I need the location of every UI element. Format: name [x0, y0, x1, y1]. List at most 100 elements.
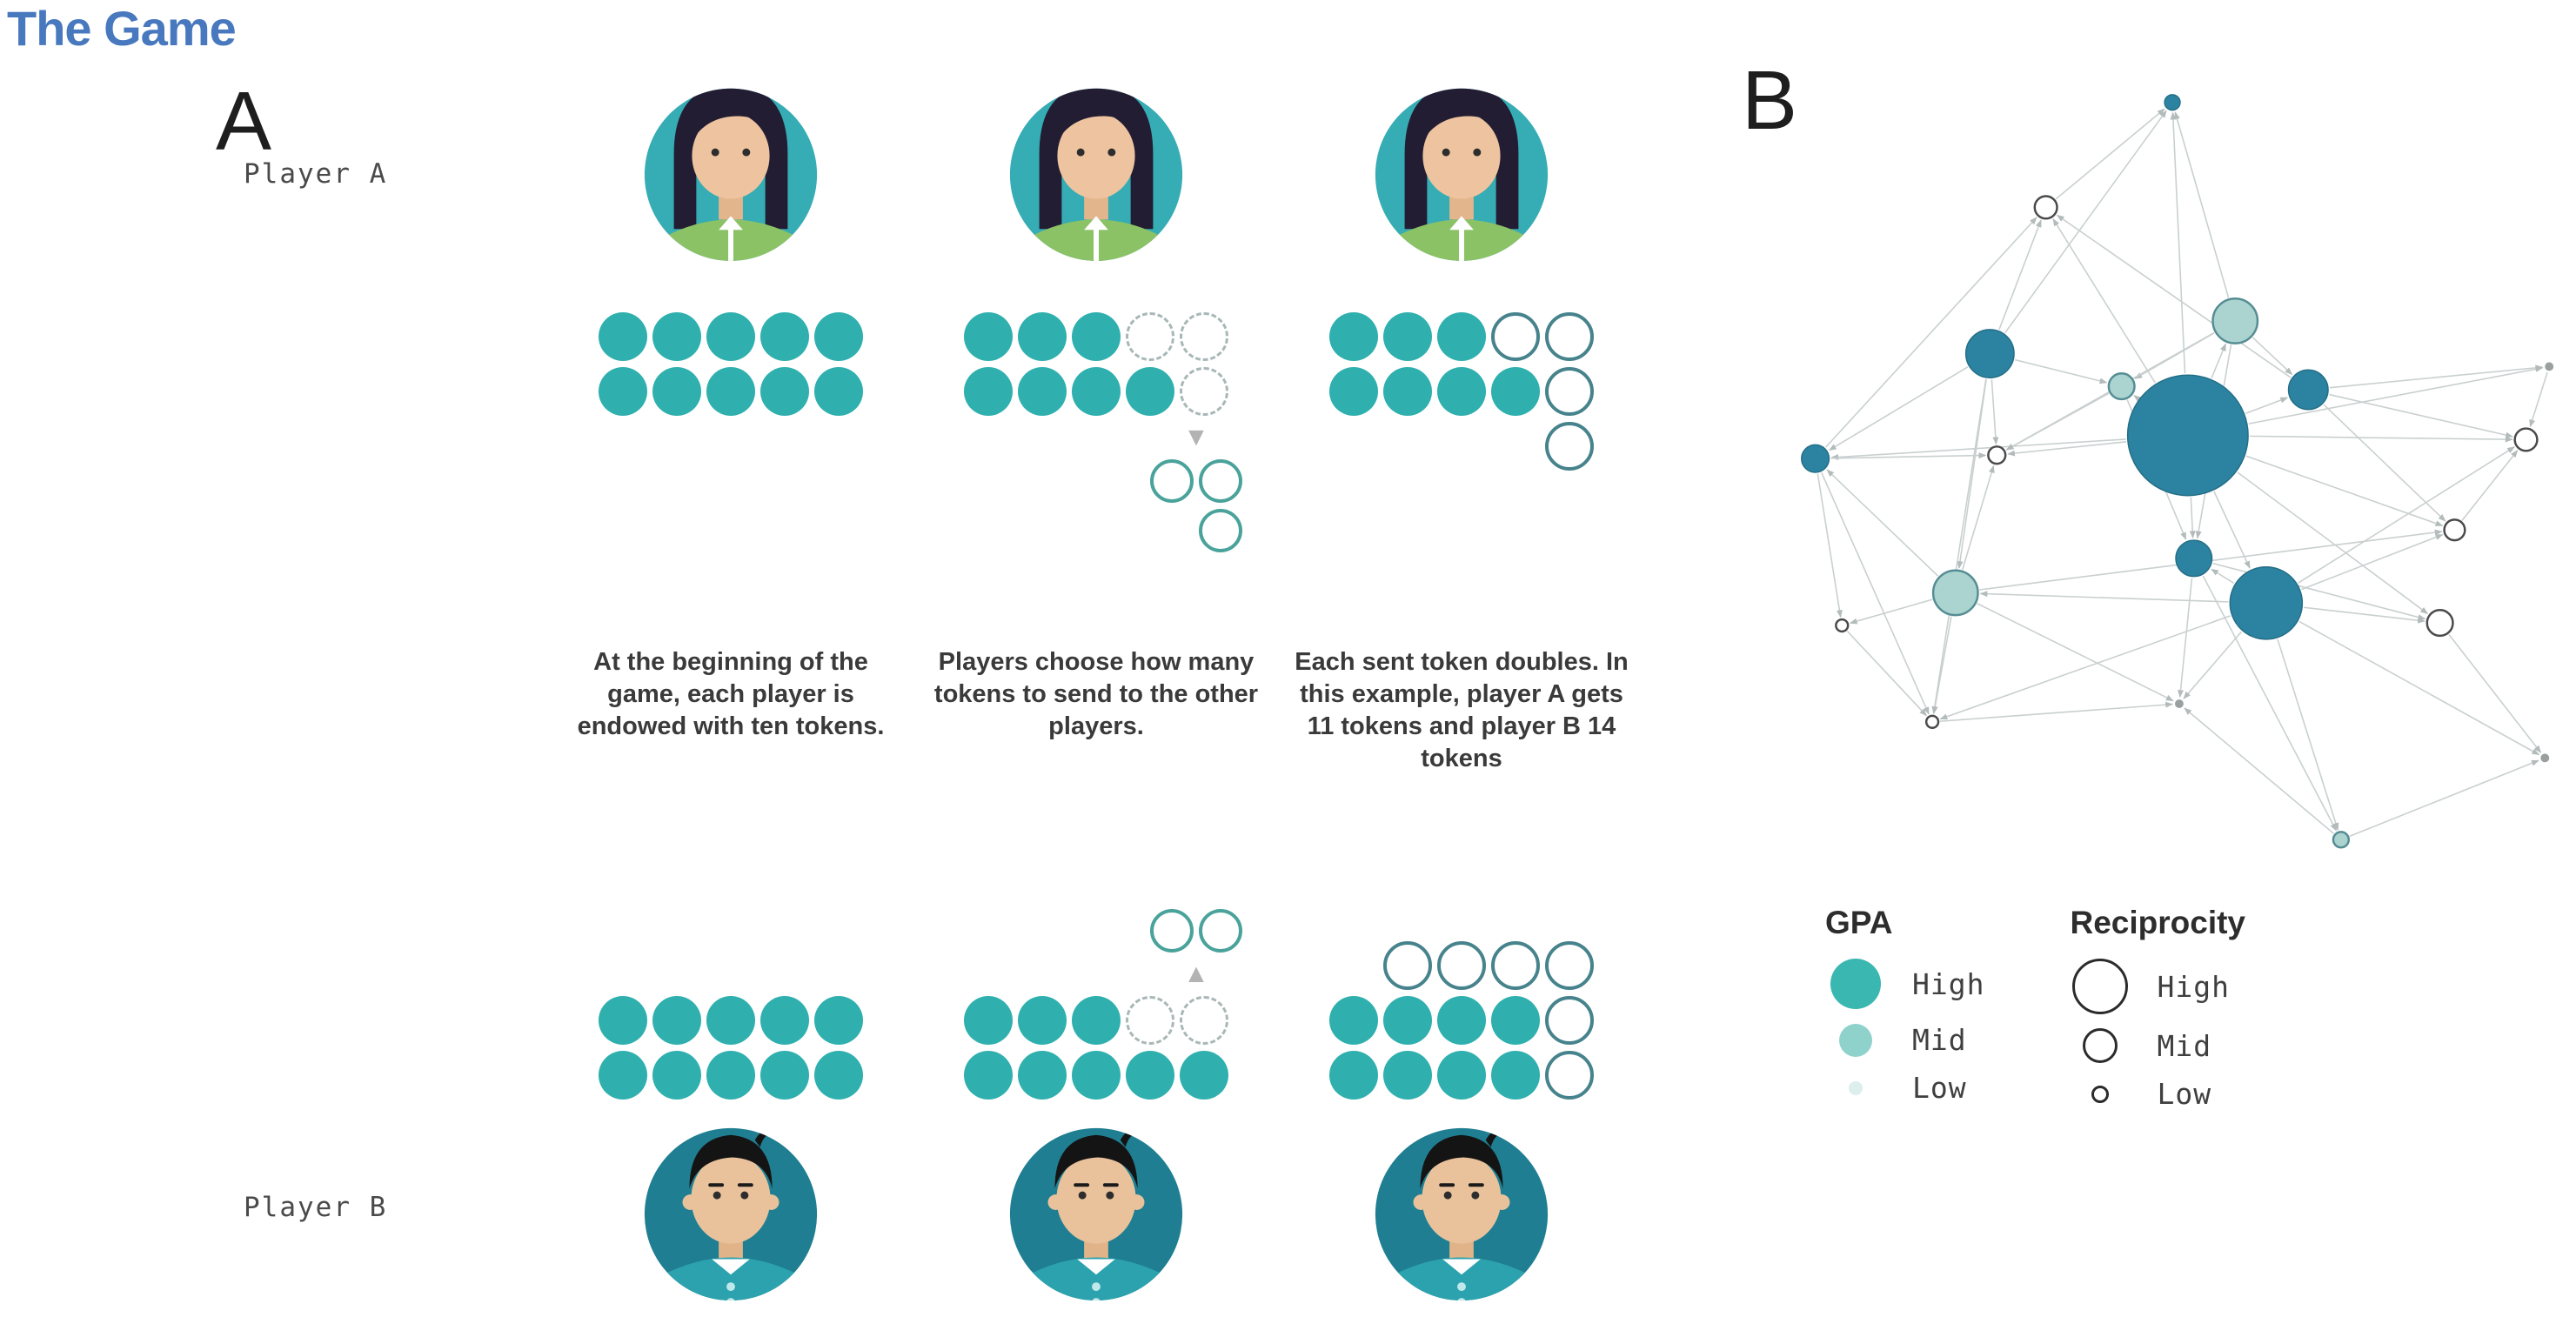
network-edge	[1817, 473, 1843, 618]
network-edge	[1849, 598, 1933, 625]
token-outlined	[1383, 941, 1432, 990]
network-graph-wrap	[1783, 48, 2566, 900]
token-outlined	[1437, 941, 1486, 990]
token-filled	[964, 367, 1013, 416]
token-filled	[1491, 1051, 1540, 1100]
legend-reciprocity-title: Reciprocity	[2070, 905, 2245, 940]
token-grid	[599, 996, 863, 1100]
network-edge	[2055, 108, 2165, 200]
network-edge	[1939, 701, 2174, 722]
token-sent	[1150, 909, 1194, 953]
gpa-circle-icon	[1830, 959, 1881, 1009]
token-filled	[964, 312, 1013, 361]
token-filled	[760, 312, 809, 361]
network-edge	[2461, 450, 2519, 521]
network-node-open	[2033, 195, 2058, 220]
token-filled	[964, 996, 1013, 1045]
token-filled	[1018, 312, 1067, 361]
token-filled	[760, 996, 809, 1045]
token-row	[599, 367, 863, 416]
network-node-dark	[2229, 566, 2304, 640]
network-edge	[2184, 707, 2335, 834]
token-outlined	[1545, 312, 1594, 361]
token-sent	[1199, 459, 1242, 503]
token-row	[599, 996, 863, 1045]
network-node-gray	[2545, 362, 2554, 371]
network-edge	[1979, 591, 2229, 603]
network-edge	[2004, 110, 2167, 333]
token-filled	[964, 1051, 1013, 1100]
network-node-open	[1924, 714, 1940, 729]
token-filled	[814, 367, 863, 416]
token-outlined	[1545, 996, 1594, 1045]
token-outlined	[1545, 367, 1594, 416]
legend-item: Mid	[1818, 1023, 1984, 1057]
network-edge	[1931, 616, 1952, 715]
reciprocity-circle-icon	[2091, 1085, 2110, 1103]
tokens-player-b-step2: ▲	[913, 818, 1279, 1105]
caption-step2: Players choose how many tokens to send t…	[933, 648, 1259, 741]
token-filled	[1383, 1051, 1432, 1100]
token-filled	[599, 312, 647, 361]
network-edge	[2303, 606, 2425, 624]
token-grid	[1329, 312, 1594, 471]
token-dashed	[1180, 367, 1228, 416]
network-edge	[1846, 630, 1928, 717]
token-filled	[1072, 367, 1121, 416]
token-outlined	[1545, 941, 1594, 990]
tokens-player-a-step3	[1279, 300, 1644, 639]
token-sent	[1199, 509, 1242, 552]
network-edge	[2202, 575, 2338, 832]
legend-icon-cell	[2063, 1028, 2138, 1063]
token-grid	[964, 996, 1228, 1100]
legend-label: Low	[2157, 1077, 2212, 1111]
page-title: The Game	[7, 1, 237, 56]
caption-step1: At the beginning of the game, each playe…	[577, 648, 885, 741]
network-edge	[2248, 365, 2544, 425]
token-filled	[652, 996, 701, 1045]
token-filled	[1126, 1051, 1174, 1100]
network-edge	[1991, 379, 1999, 445]
network-node-light	[2107, 372, 2136, 401]
female-avatar-icon	[644, 88, 818, 261]
legend-gpa-title: GPA	[1825, 905, 1893, 940]
token-filled	[1383, 312, 1432, 361]
token-filled	[1072, 312, 1121, 361]
spacer	[130, 639, 548, 818]
reciprocity-circle-icon	[2072, 959, 2129, 1014]
player-a-avatar	[913, 48, 1279, 300]
network-edge	[1830, 438, 2126, 460]
token-filled	[1437, 367, 1486, 416]
token-filled	[1491, 367, 1540, 416]
sent-tokens-block: ▲	[1150, 909, 1242, 996]
token-row	[964, 312, 1228, 361]
network-node-gray	[2540, 753, 2550, 763]
network-edge	[1825, 217, 2037, 448]
token-filled	[652, 367, 701, 416]
legend-icon-cell	[1818, 1023, 1893, 1057]
gpa-circle-icon	[1849, 1080, 1863, 1095]
token-filled	[706, 996, 755, 1045]
token-row	[1329, 941, 1594, 990]
sent-token-grid	[1150, 459, 1242, 552]
token-row	[964, 1051, 1228, 1100]
token-filled	[706, 312, 755, 361]
panel-b-label: B	[1742, 54, 1798, 147]
network-edge	[2052, 217, 2156, 384]
male-avatar-icon	[644, 1127, 818, 1301]
token-row	[599, 312, 863, 361]
network-node-dark	[2164, 94, 2181, 111]
token-dashed	[1126, 996, 1174, 1045]
token-row	[599, 1051, 863, 1100]
female-avatar-icon	[1009, 88, 1183, 261]
arrow-up-icon: ▲	[1183, 959, 1209, 988]
player-b-avatar	[548, 1105, 913, 1309]
network-node-open	[2443, 518, 2466, 542]
token-filled	[1126, 367, 1174, 416]
legend-item: Low	[1818, 1071, 1984, 1105]
player-b-avatar	[1279, 1105, 1644, 1309]
network-edge	[2213, 491, 2251, 569]
